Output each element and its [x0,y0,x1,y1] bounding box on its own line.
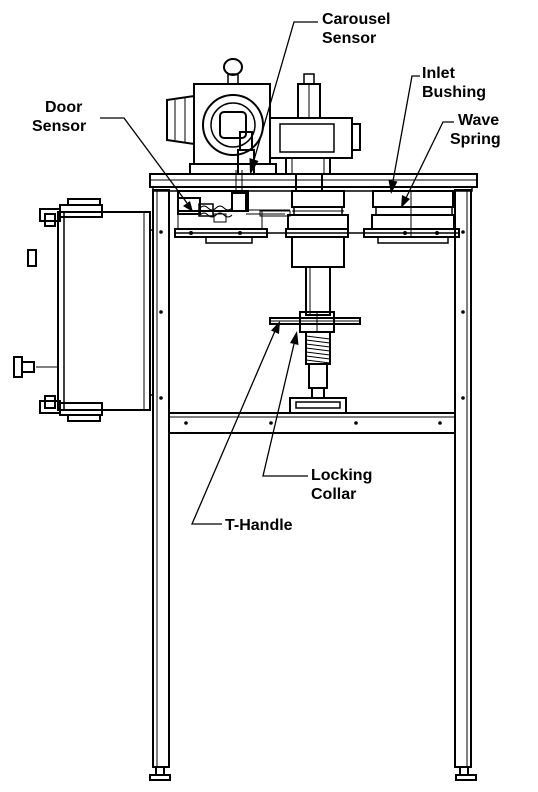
locking-collar-label: Collar [311,486,356,503]
motor-assembly [166,58,361,192]
leg-bolt [461,310,465,314]
brace-bolt [184,421,188,425]
carousel-sensor-label: Carousel [322,11,390,28]
carousel-assembly [174,170,460,244]
leg-bolt [159,310,163,314]
top-plate [149,173,478,192]
leg-bolt [159,396,163,400]
control-box [13,198,153,422]
center-shaft [269,236,361,414]
leg-bolt [461,230,465,234]
brace-bolt [354,421,358,425]
callout-labels: Carousel Sensor Inlet Bushing Door Senso… [32,11,501,534]
leg-bolt [461,396,465,400]
brace-bolt [438,421,442,425]
inlet-bushing-label: Bushing [422,84,486,101]
inlet-bushing-label: Inlet [422,65,456,82]
leader-lines [100,21,454,525]
carousel-sensor-label: Sensor [322,30,376,47]
door-sensor-label: Door [45,99,82,116]
leg-bolt [159,230,163,234]
brace-bolt [269,421,273,425]
wave-spring-label: Wave [458,112,499,129]
wave-spring-label: Spring [450,131,501,148]
stand-frame [149,189,477,781]
locking-collar-label: Locking [311,467,372,484]
t-handle-label: T-Handle [225,517,293,534]
door-sensor-label: Sensor [32,118,86,135]
